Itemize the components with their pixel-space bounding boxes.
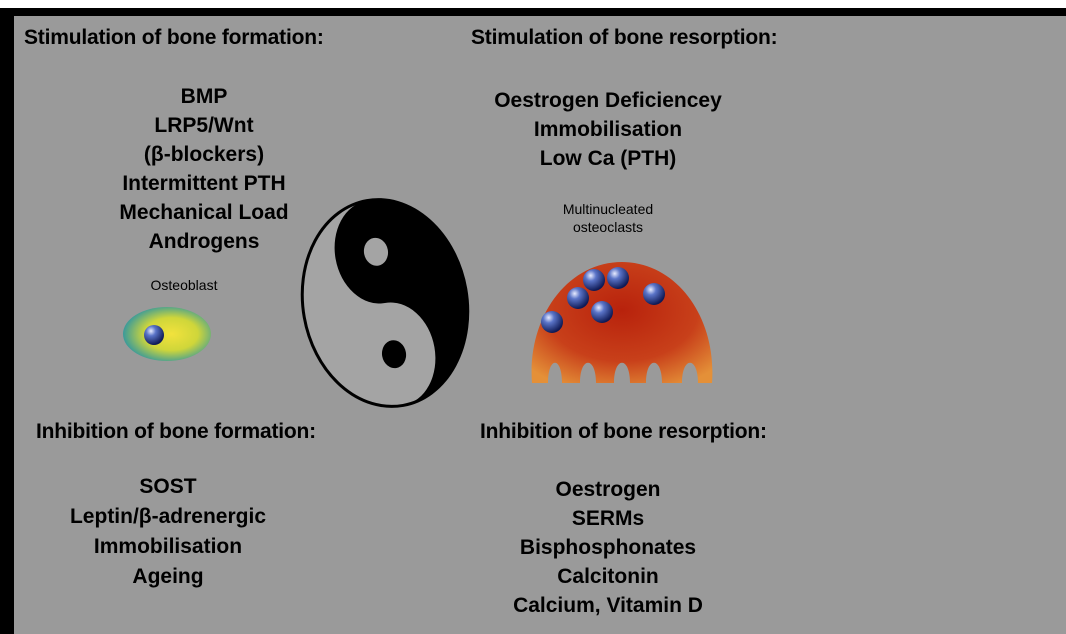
list-inhibition-resorption: Oestrogen SERMs Bisphosphonates Calciton… <box>498 475 718 620</box>
osteoclast-icon <box>522 258 722 388</box>
list-item: Intermittent PTH <box>84 169 324 198</box>
list-item: SERMs <box>498 504 718 533</box>
list-stimulation-resorption: Oestrogen Deficiencey Immobilisation Low… <box>478 86 738 173</box>
list-item: Calcium, Vitamin D <box>498 591 718 620</box>
list-item: Calcitonin <box>498 562 718 591</box>
heading-inhibition-formation: Inhibition of bone formation: <box>36 420 316 444</box>
yin-yang-icon <box>299 196 471 410</box>
osteoclast-label-line2: osteoclasts <box>538 218 678 236</box>
list-item: Leptin/β-adrenergic <box>48 502 288 532</box>
list-item: Oestrogen Deficiencey <box>478 86 738 115</box>
osteoblast-label: Osteoblast <box>124 276 244 294</box>
list-item: SOST <box>48 472 288 502</box>
list-item: Oestrogen <box>498 475 718 504</box>
list-item: Immobilisation <box>478 115 738 144</box>
list-item: LRP5/Wnt <box>84 111 324 140</box>
list-item: BMP <box>84 82 324 111</box>
list-inhibition-formation: SOST Leptin/β-adrenergic Immobilisation … <box>48 472 288 592</box>
list-item: Mechanical Load <box>84 198 324 227</box>
list-item: Androgens <box>84 227 324 256</box>
list-item: Bisphosphonates <box>498 533 718 562</box>
heading-stimulation-formation: Stimulation of bone formation: <box>24 26 324 50</box>
slide: Stimulation of bone formation: BMP LRP5/… <box>14 16 1066 634</box>
list-item: Low Ca (PTH) <box>478 144 738 173</box>
heading-inhibition-resorption: Inhibition of bone resorption: <box>480 420 767 444</box>
osteoblast-icon <box>121 304 221 364</box>
list-item: Immobilisation <box>48 532 288 562</box>
osteoclast-label-line1: Multinucleated <box>538 200 678 218</box>
list-stimulation-formation: BMP LRP5/Wnt (β-blockers) Intermittent P… <box>84 82 324 256</box>
osteoclast-label: Multinucleated osteoclasts <box>538 200 678 236</box>
list-item: (β-blockers) <box>84 140 324 169</box>
heading-stimulation-resorption: Stimulation of bone resorption: <box>471 26 777 50</box>
list-item: Ageing <box>48 562 288 592</box>
